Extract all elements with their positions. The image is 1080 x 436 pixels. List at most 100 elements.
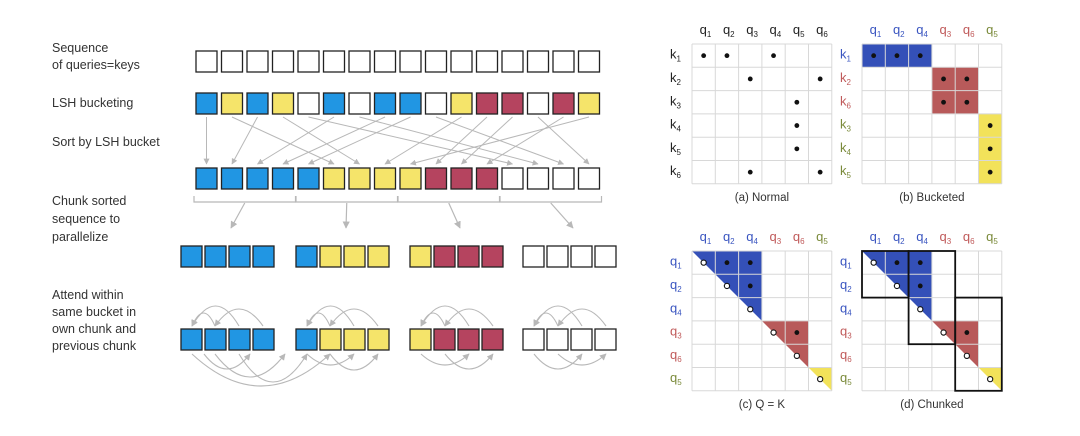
col-label: q3	[940, 229, 952, 246]
row-label-sub: 2	[847, 78, 852, 87]
sort-arrow	[307, 116, 411, 165]
col-label: q1	[700, 22, 712, 39]
self-attention-dot	[747, 306, 754, 313]
sequence-cell-2	[220, 50, 244, 73]
sort-arrow	[256, 116, 335, 165]
attention-arc	[306, 353, 355, 366]
attention-arc	[191, 305, 240, 327]
row-label-sub: 2	[677, 78, 682, 87]
attention-arc	[238, 353, 308, 383]
attention-arc	[191, 353, 331, 387]
sequence-cell-10	[424, 50, 448, 73]
sequence-cell-11	[450, 50, 473, 73]
chunked-chunk1-cell-2	[204, 245, 227, 268]
row-label: q2	[840, 277, 852, 294]
attention-dot	[987, 169, 993, 175]
sort-arrow	[384, 116, 462, 165]
attention-dot	[724, 260, 730, 266]
row-label: k3	[670, 93, 682, 110]
panel-caption-c: (c) Q = K	[739, 399, 786, 411]
col-label-sub: 4	[923, 30, 928, 39]
col-label: q5	[986, 22, 998, 39]
lsh-cell-4	[271, 92, 295, 115]
col-label: q4	[916, 22, 928, 39]
label-attend-line2: same bucket in	[52, 305, 137, 319]
col-label-sub: 2	[900, 30, 905, 39]
col-label: q1	[700, 229, 712, 246]
row-label-sub: 4	[677, 308, 682, 317]
chunked-chunk1-cell-4	[252, 245, 275, 268]
row-label: k1	[840, 47, 852, 64]
attention-arc	[420, 353, 470, 366]
chunked-chunk3-cell-4	[481, 245, 504, 268]
attention-dot	[964, 99, 970, 105]
sort-arrow	[486, 116, 564, 165]
col-label-sub: 1	[707, 30, 712, 39]
chunk-arrow-4	[550, 202, 574, 229]
col-label: q1	[870, 229, 882, 246]
row-label: q6	[840, 347, 852, 364]
attention-dot	[817, 76, 823, 82]
lsh-cell-7	[348, 92, 371, 115]
sort-arrow	[435, 116, 488, 165]
row-label-sub: 2	[847, 285, 852, 294]
attention-arc	[329, 353, 379, 371]
attention-dot	[794, 123, 800, 128]
label-attend-line4: previous chunk	[52, 339, 137, 353]
panel-caption-b: (b) Bucketed	[899, 192, 964, 204]
col-label-sub: 1	[877, 30, 882, 39]
col-label: q5	[986, 229, 998, 246]
chunk-arrow-3	[448, 202, 461, 229]
attention-dot	[987, 123, 993, 128]
col-label: q4	[916, 229, 928, 246]
self-attention-dot	[723, 282, 731, 290]
row-label-sub: 5	[677, 378, 682, 387]
attention-dot	[987, 146, 993, 152]
row-label: k2	[840, 70, 852, 87]
col-label-sub: 1	[707, 237, 712, 246]
lsh-cell-5	[297, 92, 320, 115]
lsh-cell-10	[424, 92, 448, 115]
attention-dot	[964, 76, 970, 82]
col-label: q6	[963, 22, 975, 39]
row-label: q4	[670, 300, 682, 317]
sort-arrow	[435, 116, 565, 165]
attention-dot	[794, 330, 800, 335]
attend-chunk1-cell-4	[252, 328, 275, 351]
row-label: k3	[840, 117, 852, 134]
chunked-chunk2-cell-2	[319, 245, 342, 268]
sorted-cell-13	[501, 167, 524, 190]
panel-caption-d: (d) Chunked	[900, 399, 963, 411]
sorted-cell-4	[271, 167, 295, 190]
sequence-cell-7	[348, 50, 371, 73]
col-label-sub: 6	[970, 30, 975, 39]
attention-arc	[533, 305, 583, 327]
attention-dot	[724, 53, 730, 59]
sort-arrow	[359, 116, 539, 166]
col-label-sub: 6	[823, 30, 828, 39]
attention-dot	[747, 169, 753, 175]
sort-arrow	[461, 116, 513, 165]
lsh-cell-8	[373, 92, 397, 115]
attention-arc	[191, 312, 216, 327]
col-label: q2	[723, 22, 735, 39]
row-label-sub: 6	[677, 355, 682, 364]
row-label-sub: 1	[847, 55, 852, 64]
attention-dot	[894, 260, 900, 266]
attend-chunk1-cell-3	[228, 328, 251, 351]
col-label-sub: 4	[777, 30, 782, 39]
row-label: k2	[670, 70, 682, 87]
sequence-cell-6	[322, 50, 346, 73]
attention-arc	[533, 312, 559, 327]
sorted-cell-2	[220, 167, 244, 190]
attention-arc	[420, 305, 470, 327]
col-label: q3	[770, 229, 782, 246]
attend-chunk1-cell-2	[204, 328, 227, 351]
label-sort-by-bucket: Sort by LSH bucket	[52, 135, 160, 149]
col-label-sub: 2	[730, 237, 735, 246]
attention-dot	[941, 99, 946, 105]
row-label: q3	[840, 324, 852, 341]
sorted-cell-10	[424, 167, 448, 190]
attention-arc	[214, 308, 264, 327]
